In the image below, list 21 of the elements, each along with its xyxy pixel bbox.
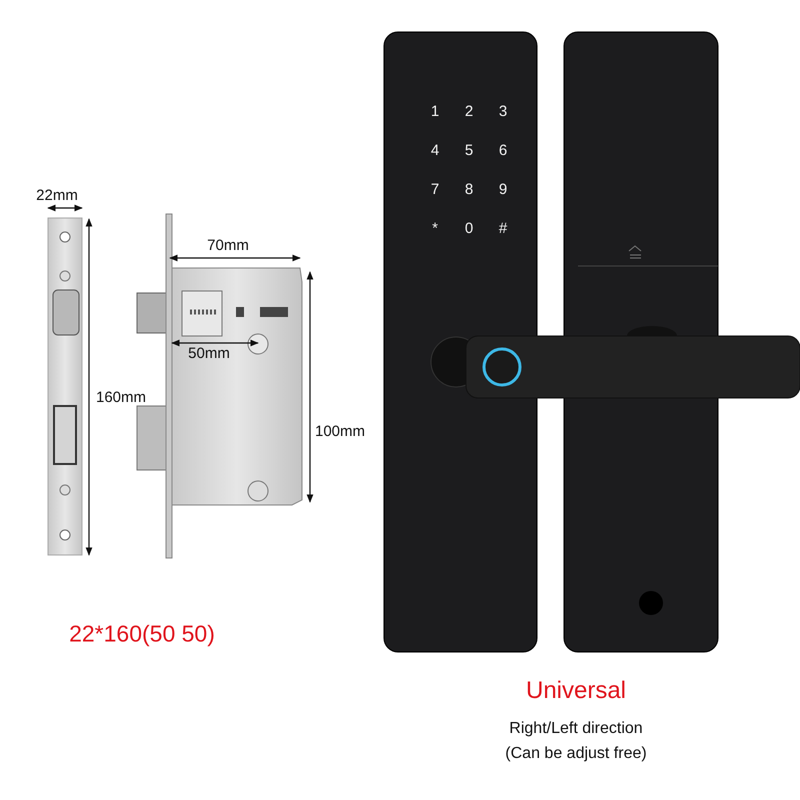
- keypad-digit: 8: [464, 182, 474, 198]
- dimension-label: 160mm: [96, 390, 146, 406]
- note-text: (Can be adjust free): [505, 745, 647, 763]
- keypad-digit: 6: [498, 142, 508, 160]
- note-text: Right/Left direction: [509, 720, 643, 738]
- dimension-label: 70mm: [207, 238, 249, 254]
- keypad-digit: 1: [430, 104, 440, 120]
- dimension-label: 50mm: [188, 346, 230, 362]
- keypad-digit: 5: [464, 142, 474, 160]
- keypad-digit: #: [498, 220, 508, 238]
- dimension-label: 22mm: [36, 188, 78, 204]
- keypad-digit: 3: [498, 104, 508, 120]
- dimension-label: 100mm: [314, 424, 366, 440]
- keypad-digit: 2: [464, 104, 474, 120]
- keypad-digit: 0: [464, 220, 474, 238]
- keypad-digit: 9: [498, 182, 508, 198]
- keypad-digit: 4: [430, 142, 440, 160]
- heading: Universal: [526, 678, 626, 704]
- keypad-digit: *: [432, 220, 438, 238]
- size-code: 22*160(50 50): [69, 621, 215, 647]
- keypad-digit: 7: [430, 182, 440, 198]
